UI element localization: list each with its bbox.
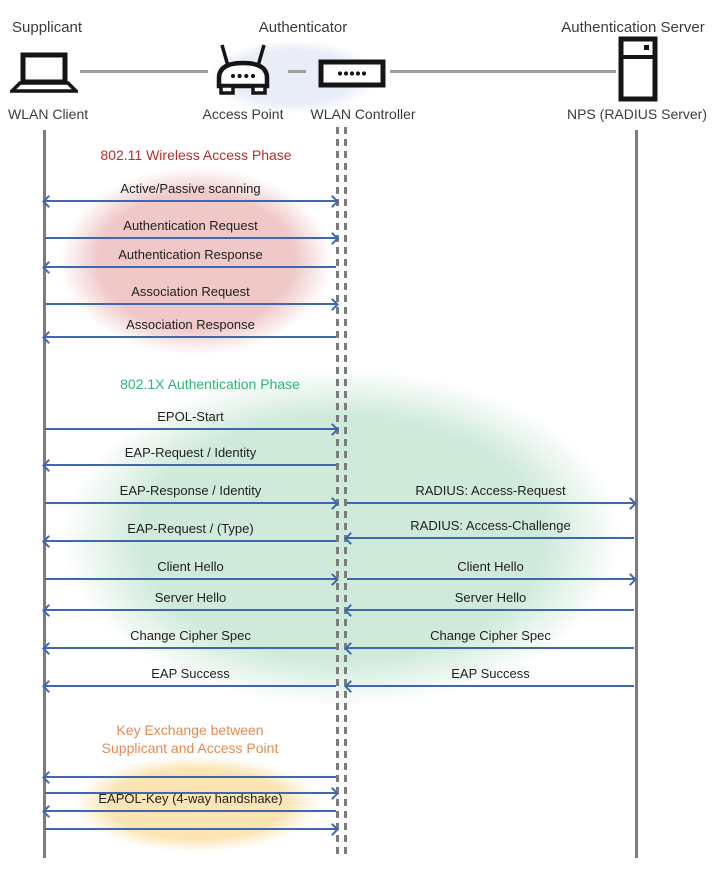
message-label: EAP Success bbox=[151, 666, 230, 681]
network-switch-icon bbox=[318, 59, 386, 93]
controller-to-server-link bbox=[390, 70, 616, 73]
phase-title: 802.11 Wireless Access Phase bbox=[100, 147, 292, 163]
message-arrow bbox=[42, 804, 336, 818]
message-arrow bbox=[347, 496, 637, 510]
message-label: Change Cipher Spec bbox=[130, 628, 251, 643]
message-label: EAP-Request / Identity bbox=[124, 445, 257, 460]
message-label: Server Hello bbox=[454, 590, 527, 605]
message-arrow bbox=[344, 641, 634, 655]
laptop-icon bbox=[7, 52, 81, 99]
message-label: RADIUS: Access-Challenge bbox=[410, 518, 571, 533]
message-label: Authentication Response bbox=[118, 247, 263, 262]
message-label: EPOL-Start bbox=[157, 409, 224, 424]
message-label: Change Cipher Spec bbox=[430, 628, 551, 643]
radius-server-lifeline bbox=[635, 130, 638, 858]
actor-nps-radius-server: NPS (RADIUS Server) bbox=[566, 106, 708, 122]
message-arrow bbox=[42, 260, 336, 274]
message-arrow bbox=[42, 194, 339, 208]
message-label: EAPOL-Key (4-way handshake) bbox=[98, 791, 283, 806]
ap-to-controller-link bbox=[288, 70, 306, 73]
message-label: EAP-Response / Identity bbox=[119, 483, 262, 498]
role-supplicant: Supplicant bbox=[12, 19, 83, 36]
message-arrow bbox=[42, 458, 336, 472]
role-authenticator: Authenticator bbox=[258, 19, 348, 36]
message-arrow bbox=[344, 603, 634, 617]
message-arrow bbox=[45, 786, 339, 800]
wlan-controller-lifeline-right bbox=[344, 127, 347, 856]
message-arrow bbox=[344, 531, 634, 545]
server-icon bbox=[618, 36, 658, 107]
message-label: EAP Success bbox=[451, 666, 530, 681]
message-arrow bbox=[42, 534, 336, 548]
message-arrow bbox=[42, 603, 336, 617]
message-arrow bbox=[45, 297, 339, 311]
message-label: Server Hello bbox=[154, 590, 227, 605]
message-label: Association Response bbox=[126, 317, 255, 332]
message-label: Active/Passive scanning bbox=[120, 181, 261, 196]
message-label: RADIUS: Access-Request bbox=[415, 483, 566, 498]
access-point-icon bbox=[213, 42, 273, 101]
message-arrow bbox=[42, 330, 336, 344]
message-arrow bbox=[45, 422, 339, 436]
wlan-controller-lifeline-left bbox=[336, 127, 339, 856]
message-arrow bbox=[344, 679, 634, 693]
wireless-access-phase-ellipse bbox=[60, 167, 332, 355]
message-label: Client Hello bbox=[457, 559, 524, 574]
actor-wlan-controller: WLAN Controller bbox=[310, 106, 416, 122]
message-arrow bbox=[42, 770, 336, 784]
message-arrow bbox=[347, 572, 637, 586]
role-authentication-server: Authentication Server bbox=[561, 19, 705, 36]
message-arrow bbox=[45, 231, 339, 245]
message-arrow bbox=[45, 572, 339, 586]
wlan-client-lifeline bbox=[43, 130, 46, 858]
message-arrow bbox=[45, 496, 339, 510]
phase-title: 802.1X Authentication Phase bbox=[120, 376, 300, 392]
message-arrow bbox=[42, 679, 336, 693]
client-to-ap-link bbox=[80, 70, 208, 73]
message-arrow bbox=[45, 822, 339, 836]
message-label: Client Hello bbox=[157, 559, 224, 574]
actor-access-point: Access Point bbox=[202, 106, 284, 122]
message-label: EAP-Request / (Type) bbox=[127, 521, 254, 536]
message-label: Association Request bbox=[131, 284, 250, 299]
actor-wlan-client: WLAN Client bbox=[8, 106, 89, 122]
key-exchange-phase-ellipse bbox=[74, 756, 320, 852]
message-arrow bbox=[42, 641, 336, 655]
message-label: Authentication Request bbox=[123, 218, 258, 233]
